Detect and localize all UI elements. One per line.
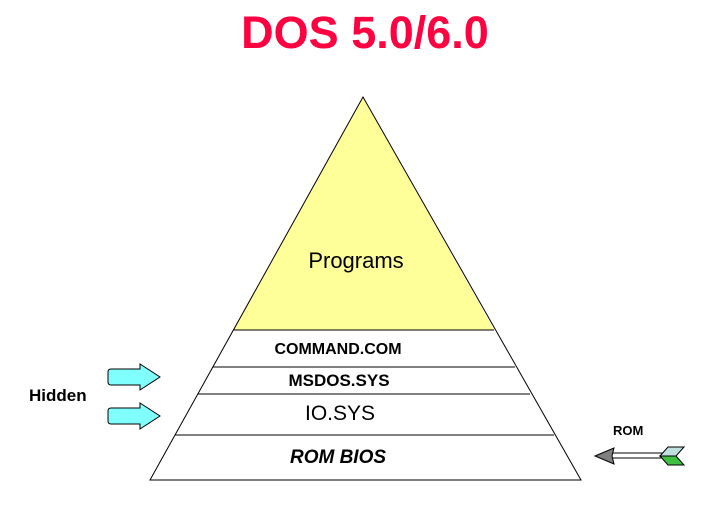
hidden-arrow-io-icon <box>107 402 161 430</box>
hidden-label: Hidden <box>29 386 87 405</box>
rom-arrow-icon <box>593 446 686 466</box>
pyramid-outline <box>149 95 582 481</box>
layer-msdos-label: MSDOS.SYS <box>288 371 389 390</box>
layer-io-label: IO.SYS <box>305 402 375 425</box>
layer-bios-label: ROM BIOS <box>290 447 386 468</box>
rom-label: ROM <box>613 423 643 438</box>
layer-programs-label: Programs <box>308 248 403 273</box>
diagram-title: DOS 5.0/6.0 <box>241 7 489 58</box>
programs-layer <box>233 97 494 330</box>
hidden-arrow-msdos-icon <box>107 363 161 391</box>
layer-command-label: COMMAND.COM <box>274 341 401 358</box>
pyramid: Programs COMMAND.COM MSDOS.SYS IO.SYS RO… <box>149 95 582 481</box>
